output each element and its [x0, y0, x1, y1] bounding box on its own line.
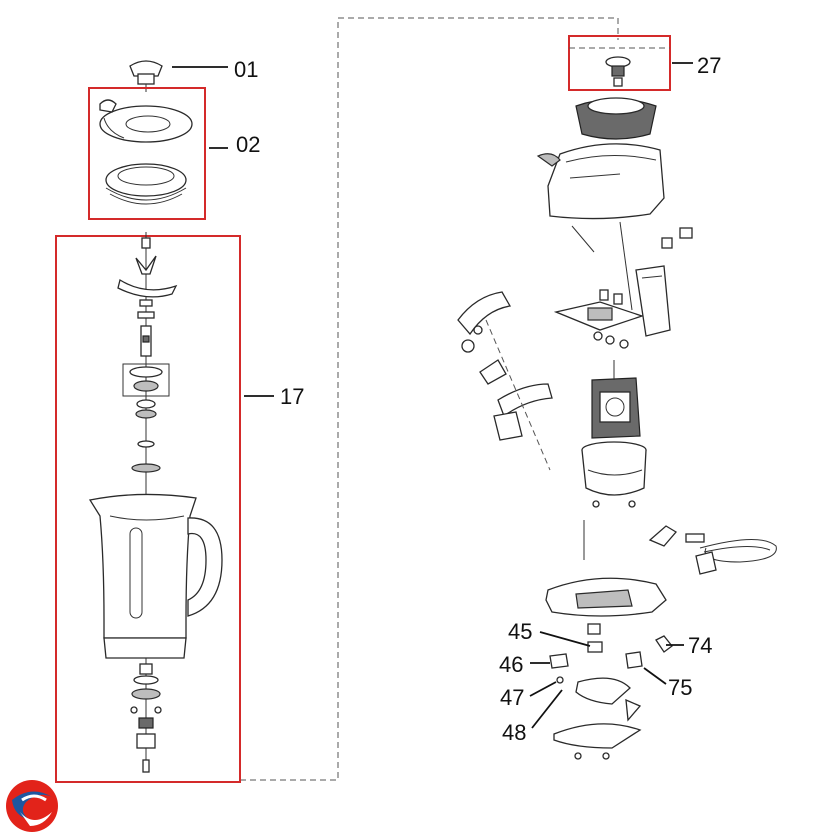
part-motor-housing: [581, 441, 647, 508]
part-power-cord: [648, 525, 777, 575]
part-motor: [591, 360, 641, 439]
part-upper-housing: [536, 143, 665, 220]
callout-75: 75: [668, 675, 692, 700]
part-lid-cap: [129, 60, 163, 92]
callout-01: 01: [234, 57, 258, 82]
swirl-logo-icon: [6, 780, 58, 832]
part-pcb-assembly: [553, 227, 693, 349]
callout-46: 46: [499, 652, 523, 677]
part-jug-pad: [575, 97, 657, 140]
highlight-box-17: [55, 235, 241, 783]
highlight-box-27: [568, 35, 671, 91]
leader-75: [643, 667, 667, 685]
leader-48: [531, 689, 563, 729]
part-feet-and-bottom: [549, 635, 673, 760]
part-base-coupler: [130, 663, 162, 773]
callout-48: 48: [502, 720, 526, 745]
callout-02: 02: [236, 132, 260, 157]
callout-47: 47: [500, 685, 524, 710]
highlight-box-02: [88, 87, 206, 220]
part-control-panel: [457, 221, 633, 471]
part-jug: [88, 493, 223, 659]
part-lid: [99, 99, 193, 143]
leader-47: [529, 681, 557, 697]
part-base-housing: [545, 520, 667, 635]
leader-45: [539, 631, 591, 647]
callout-17: 17: [280, 384, 304, 409]
callout-27: 27: [697, 53, 721, 78]
callout-45: 45: [508, 619, 532, 644]
part-lid-ring: [105, 163, 187, 205]
callout-74: 74: [688, 633, 712, 658]
part-drive-coupler: [605, 56, 631, 87]
assembly-connector: [240, 17, 619, 781]
